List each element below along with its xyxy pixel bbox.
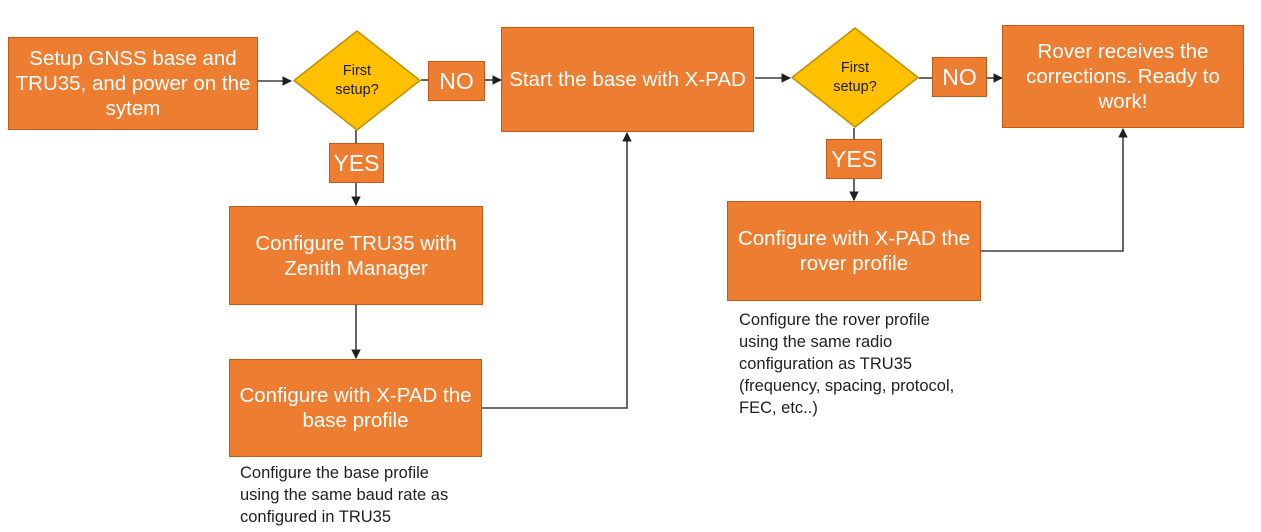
caption-base-note: Configure the base profile using the sam… (240, 464, 449, 526)
caption-rover-note: Configure the rover profile using the sa… (739, 311, 955, 417)
node-no-rover-label: NO (942, 63, 977, 90)
node-yes-base[interactable]: YES (329, 143, 384, 183)
node-yes-rover-label: YES (830, 145, 878, 172)
connector-baseprofile-to-startbase (482, 132, 632, 409)
node-yes-base-label: YES (333, 149, 380, 176)
diamond-shape-base (292, 30, 422, 131)
node-configure-rover-profile[interactable]: Configure with X-PAD the rover profile (727, 201, 981, 301)
node-start-base-label: Start the base with X-PAD (509, 68, 746, 91)
node-configure-tru35-label: Configure TRU35 with Zenith Manager (255, 231, 457, 280)
node-no-base-label: NO (439, 67, 474, 94)
diamond-shape-rover (790, 27, 920, 128)
node-decision-base[interactable]: First setup? (292, 30, 422, 131)
node-decision-rover[interactable]: First setup? (790, 27, 920, 128)
node-configure-base-profile[interactable]: Configure with X-PAD the base profile (229, 359, 482, 457)
node-yes-rover[interactable]: YES (826, 139, 882, 179)
node-configure-base-profile-label: Configure with X-PAD the base profile (239, 384, 472, 432)
node-configure-tru35[interactable]: Configure TRU35 with Zenith Manager (229, 206, 483, 305)
node-rover-ready[interactable]: Rover receives the corrections. Ready to… (1002, 25, 1244, 128)
node-rover-ready-label: Rover receives the corrections. Ready to… (1026, 40, 1220, 113)
node-setup-base-label: Setup GNSS base and TRU35, and power on … (15, 47, 251, 120)
connector-roverprofile-to-roverready (981, 128, 1128, 252)
node-configure-rover-profile-label: Configure with X-PAD the rover profile (737, 227, 971, 275)
node-no-rover[interactable]: NO (932, 57, 987, 97)
node-no-base[interactable]: NO (428, 61, 485, 101)
node-start-base[interactable]: Start the base with X-PAD (501, 27, 754, 132)
node-setup-base[interactable]: Setup GNSS base and TRU35, and power on … (8, 37, 258, 130)
